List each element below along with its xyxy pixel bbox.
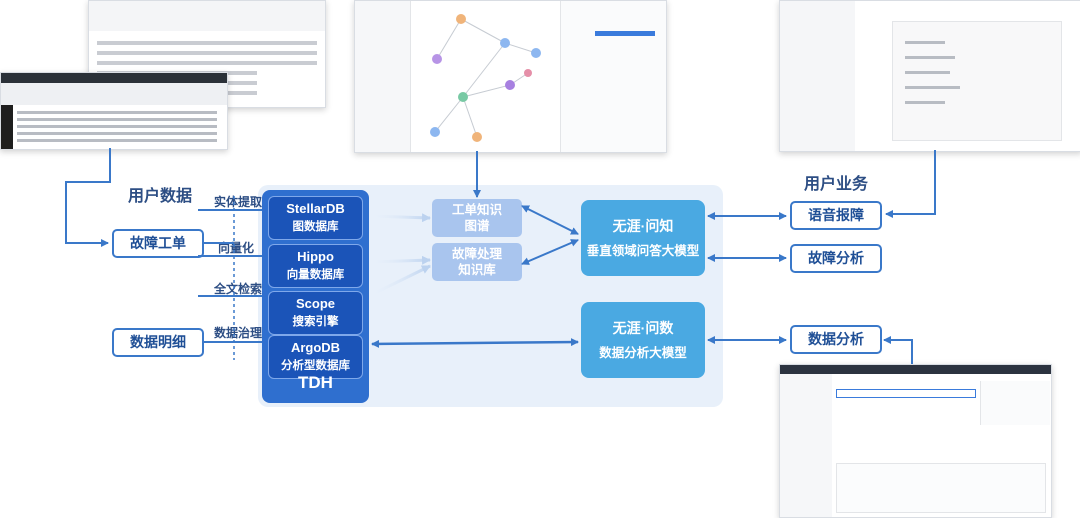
row-header-column — [1, 105, 13, 149]
query-input — [836, 389, 976, 398]
data-analysis-screenshot — [779, 364, 1052, 518]
qa-model-desc: 垂直领域问答大模型 — [586, 244, 700, 258]
analysis-model-box: 无涯·问数 数据分析大模型 — [581, 302, 705, 378]
connector-code-to-voice — [885, 150, 936, 218]
spreadsheet-screenshot-front — [0, 72, 228, 150]
code-line — [905, 41, 945, 44]
stellardb-desc: 图数据库 — [292, 221, 339, 233]
voice-report-output: 语音报障 — [790, 201, 882, 230]
grid-line — [97, 51, 317, 55]
spreadsheet-toolbar — [89, 1, 325, 31]
window-titlebar — [1, 73, 227, 83]
fault-knowledge-base: 故障处理 知识库 — [432, 243, 522, 281]
code-line — [905, 56, 955, 59]
code-line — [905, 101, 945, 104]
user-data-header: 用户数据 — [128, 188, 193, 205]
ticket-knowledge-graph: 工单知识 图谱 — [432, 199, 522, 237]
process-vectorize: 向量化 — [218, 241, 255, 255]
analysis-model-desc: 数据分析大模型 — [599, 346, 687, 360]
app-topbar — [780, 365, 1051, 374]
fault-knowledge-base-line1: 故障处理 — [451, 247, 502, 261]
form-button-row — [595, 31, 655, 36]
result-table — [836, 463, 1046, 513]
grid-line — [97, 41, 317, 45]
grid-line — [17, 125, 217, 128]
data-analysis-output: 数据分析 — [790, 325, 882, 354]
qa-model-name: 无涯·问知 — [612, 218, 674, 234]
hippo-name: Hippo — [297, 249, 334, 264]
graph-canvas — [430, 14, 541, 142]
fault-analysis-output: 故障分析 — [790, 244, 882, 273]
process-fulltext: 全文检索 — [214, 282, 263, 296]
tdh-component-stellardb: StellarDB 图数据库 — [268, 196, 363, 240]
connector-spreadsheet-to-ticket — [65, 148, 111, 247]
data-detail-input: 数据明细 — [112, 328, 204, 357]
tdh-component-scope: Scope 搜索引擎 — [268, 291, 363, 335]
graph-app-sidebar — [355, 1, 411, 152]
tdh-component-argodb: ArgoDB 分析型数据库 — [268, 335, 363, 379]
code-chat-screenshot — [779, 0, 1080, 152]
grid-line — [97, 61, 317, 65]
grid-line — [17, 132, 217, 135]
qa-model-box: 无涯·问知 垂直领域问答大模型 — [581, 200, 705, 276]
chat-history-list — [780, 1, 855, 151]
result-panel — [980, 381, 1050, 425]
fault-ticket-input: 故障工单 — [112, 229, 204, 258]
graph-app-form-panel — [560, 1, 666, 152]
process-governance: 数据治理 — [214, 326, 263, 340]
tdh-component-hippo: Hippo 向量数据库 — [268, 244, 363, 288]
argodb-desc: 分析型数据库 — [281, 360, 350, 372]
grid-line — [17, 111, 217, 114]
grid-line — [17, 118, 217, 121]
user-business-header: 用户业务 — [804, 176, 869, 193]
grid-line — [17, 139, 217, 142]
app-sidebar — [780, 374, 832, 517]
graph-app-screenshot — [354, 0, 667, 153]
process-entity-extract: 实体提取 — [214, 195, 263, 209]
ticket-knowledge-graph-line1: 工单知识 — [451, 203, 502, 217]
fault-knowledge-base-line2: 知识库 — [458, 263, 496, 277]
hippo-desc: 向量数据库 — [286, 269, 345, 281]
argodb-name: ArgoDB — [290, 340, 341, 355]
tdh-label: TDH — [298, 373, 333, 392]
scope-name: Scope — [295, 296, 335, 311]
code-line — [905, 71, 950, 74]
analysis-model-name: 无涯·问数 — [612, 320, 674, 336]
spreadsheet-ribbon — [1, 83, 227, 105]
connector-analysis-screenshot — [883, 336, 913, 364]
scope-desc: 搜索引擎 — [292, 316, 339, 328]
code-block — [892, 21, 1062, 141]
ticket-knowledge-graph-line2: 图谱 — [464, 219, 490, 233]
stellardb-name: StellarDB — [286, 201, 345, 216]
code-line — [905, 86, 960, 89]
